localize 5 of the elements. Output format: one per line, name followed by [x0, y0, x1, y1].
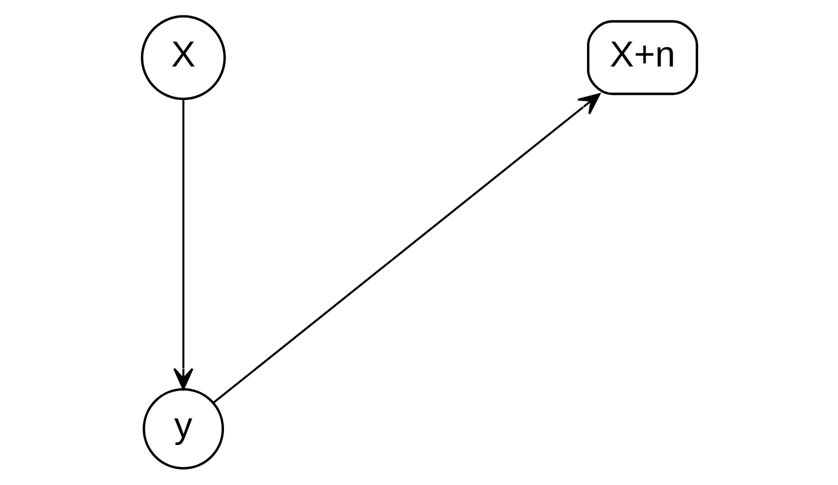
- node-box: X+n: [586, 20, 698, 96]
- node-circle: y: [142, 388, 224, 470]
- arrow: [212, 93, 600, 404]
- arrow: [172, 98, 193, 390]
- node-circle: X: [140, 15, 226, 100]
